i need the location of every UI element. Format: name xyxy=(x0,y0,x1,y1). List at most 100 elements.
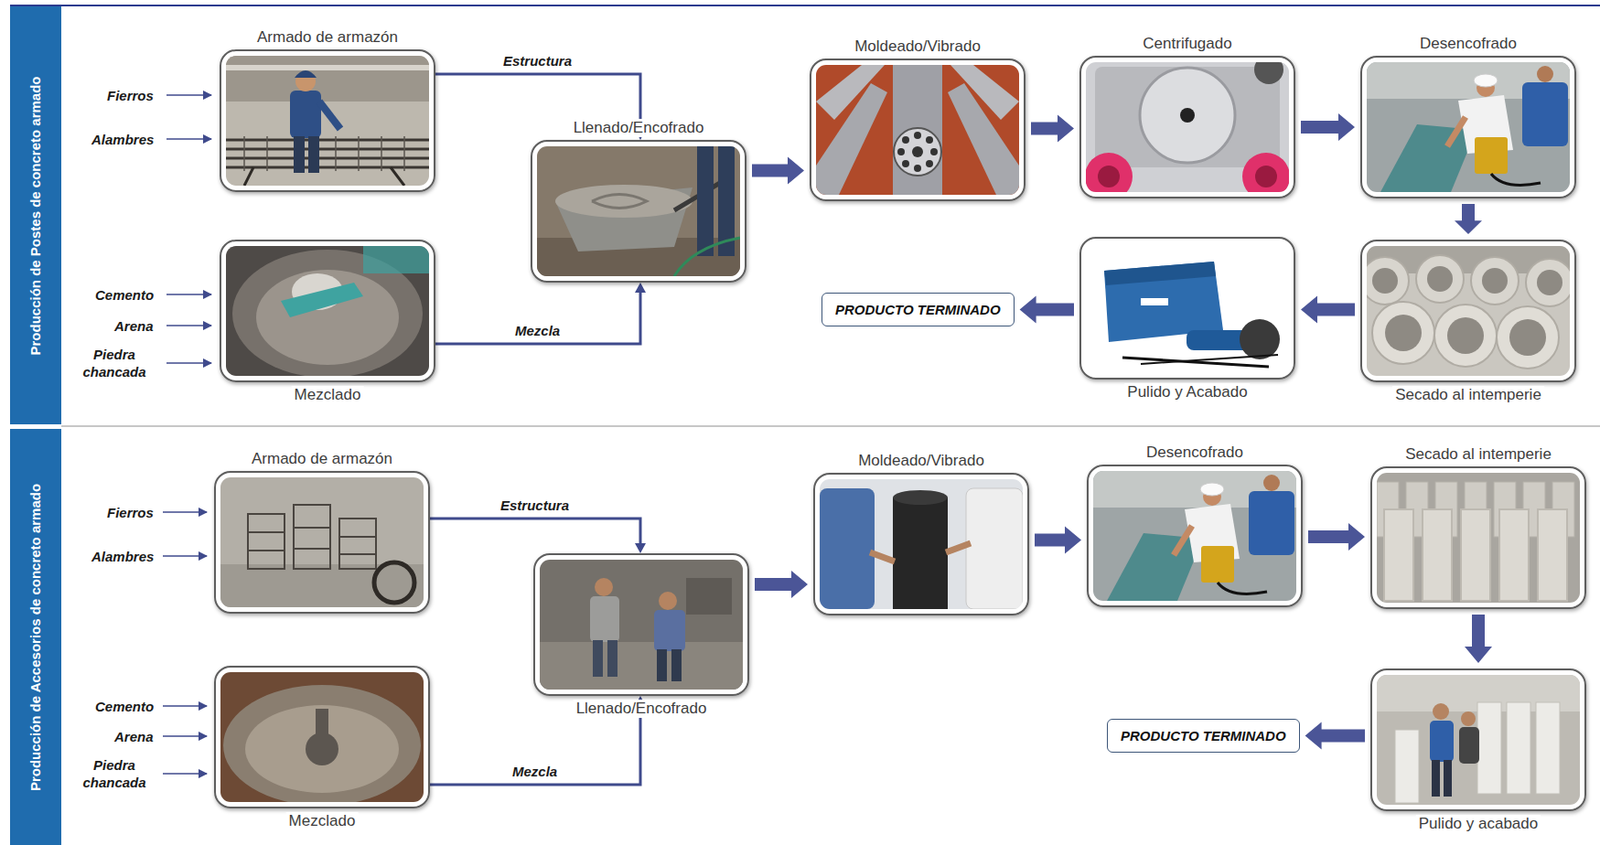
photo-wheelbarrow xyxy=(674,237,741,277)
photo-drying-blocks xyxy=(1537,509,1568,602)
photo-rebar-cages xyxy=(247,531,285,534)
band-title: Producción de Postes de concreto armado xyxy=(27,75,44,355)
photo-rebar-assembly xyxy=(403,136,406,172)
photo-centrifuge xyxy=(1084,54,1290,201)
photo-grinder xyxy=(1239,319,1280,360)
photo-rebar-assembly xyxy=(225,148,430,151)
photo-drying-blocks xyxy=(1384,509,1568,602)
photo-rebar-assembly xyxy=(225,166,430,170)
flow-arrow xyxy=(1300,296,1355,324)
block-arrow xyxy=(1300,113,1355,141)
process-photo-box: Desencofrado xyxy=(1086,464,1303,608)
connector-line xyxy=(429,518,641,544)
input-label: Cemento xyxy=(95,697,154,716)
process-photo-box: Moldeado/Vibrado xyxy=(809,58,1026,202)
photo-finishing xyxy=(1506,702,1531,795)
input-label: Piedra chancada xyxy=(75,345,154,381)
process-photo-box: Armado de armazón xyxy=(214,471,430,614)
process-photo-box: Pulido y Acabado xyxy=(1079,236,1296,380)
photo-rebar-assembly xyxy=(225,55,430,186)
photo-vibrating xyxy=(819,479,1023,610)
flow-arrow xyxy=(1454,204,1482,235)
photo-demolding xyxy=(1093,471,1297,602)
photo-drying-poles xyxy=(1385,314,1547,356)
photo-rebar-cages xyxy=(374,562,415,603)
photo-centrifuge xyxy=(1085,62,1289,193)
photo-mixer xyxy=(225,246,430,378)
result-box: PRODUCTO TERMINADO xyxy=(821,292,1015,327)
photo-rebar-cages xyxy=(220,477,424,608)
photo-demolding xyxy=(1093,471,1297,602)
flow-arrow xyxy=(754,570,808,599)
process-photo-box: Secado al intemperie xyxy=(1360,239,1577,383)
arrow-head xyxy=(634,282,646,293)
photo-filling xyxy=(594,578,613,597)
photo-mixer xyxy=(245,705,399,794)
photo-drying-poles xyxy=(1366,246,1570,376)
photo-rebar-cages xyxy=(220,477,424,608)
photo-finishing xyxy=(1432,703,1450,720)
input-label: Fierros xyxy=(107,504,154,522)
connector-label: Mezcla xyxy=(513,322,562,340)
photo-grinder xyxy=(1122,357,1269,367)
photo-grinder xyxy=(1104,261,1216,286)
photo-rebar-assembly xyxy=(289,90,322,139)
photo-drying-poles xyxy=(1366,257,1409,305)
photo-finishing xyxy=(1376,675,1580,806)
photo-rebar-cages xyxy=(247,549,285,552)
step-title: Secado al intemperie xyxy=(1392,386,1545,405)
photo-rebar-assembly xyxy=(225,157,430,161)
process-photo-box: Mezclado xyxy=(214,665,430,809)
photo-centrifuge xyxy=(1139,67,1235,163)
photo-rebar-assembly xyxy=(225,55,430,102)
photo-drying-blocks xyxy=(1460,509,1491,602)
photo-finishing xyxy=(1459,727,1480,764)
photo-mixer xyxy=(315,708,329,737)
photo-rebar-assembly xyxy=(244,136,405,172)
photo-rebar-cages xyxy=(247,504,376,570)
photo-vibrating xyxy=(819,488,875,610)
input-arrow xyxy=(162,735,207,738)
photo-rebar-cages xyxy=(339,536,376,538)
photo-rebar-cages xyxy=(293,526,331,529)
photo-molds xyxy=(893,128,942,176)
process-photo-box: Mezclado xyxy=(219,239,436,383)
result-text: PRODUCTO TERMINADO xyxy=(835,300,1001,319)
photo-rebar-cages xyxy=(339,518,376,570)
process-photo-box: Desencofrado xyxy=(1360,55,1577,199)
connector-line xyxy=(435,292,641,344)
photo-rebar-cages xyxy=(293,547,331,550)
connector-label: Estructura xyxy=(501,52,574,70)
photo-filling xyxy=(590,596,620,643)
photo-molds xyxy=(897,131,938,172)
photo-wheelbarrow xyxy=(555,184,693,218)
photo-molds xyxy=(925,136,934,144)
photo-rebar-assembly xyxy=(244,167,405,186)
photo-rebar-assembly xyxy=(334,136,337,172)
input-label: Cemento xyxy=(95,286,154,304)
photo-finishing xyxy=(1376,675,1580,806)
step-title: Desencofrado xyxy=(1417,34,1520,54)
photo-finishing xyxy=(1477,702,1502,795)
step-title: Llenado/Encofrado xyxy=(570,118,708,138)
input-arrow xyxy=(162,773,207,775)
photo-drying-poles xyxy=(1372,301,1435,365)
photo-rebar-assembly xyxy=(244,167,254,186)
input-arrow xyxy=(162,511,207,514)
photo-finishing xyxy=(1429,720,1454,763)
photo-filling xyxy=(671,649,682,682)
block-arrow xyxy=(1464,614,1493,664)
photo-drying-blocks xyxy=(1376,472,1580,603)
step-title: Armado de armazón xyxy=(248,450,396,469)
photo-rebar-cages xyxy=(247,514,285,570)
input-arrow xyxy=(162,95,212,774)
photo-molds xyxy=(913,131,922,140)
photo-drying-blocks xyxy=(1422,509,1452,602)
photo-grinder xyxy=(1104,261,1224,343)
input-label: Alambres xyxy=(91,547,154,566)
photo-mixer xyxy=(280,282,364,318)
photo-wheelbarrow xyxy=(536,146,741,277)
section-band: Producción de Accesorios de concreto arm… xyxy=(10,429,62,845)
photo-finishing xyxy=(1535,702,1560,795)
connector-label: Estructura xyxy=(498,496,571,515)
